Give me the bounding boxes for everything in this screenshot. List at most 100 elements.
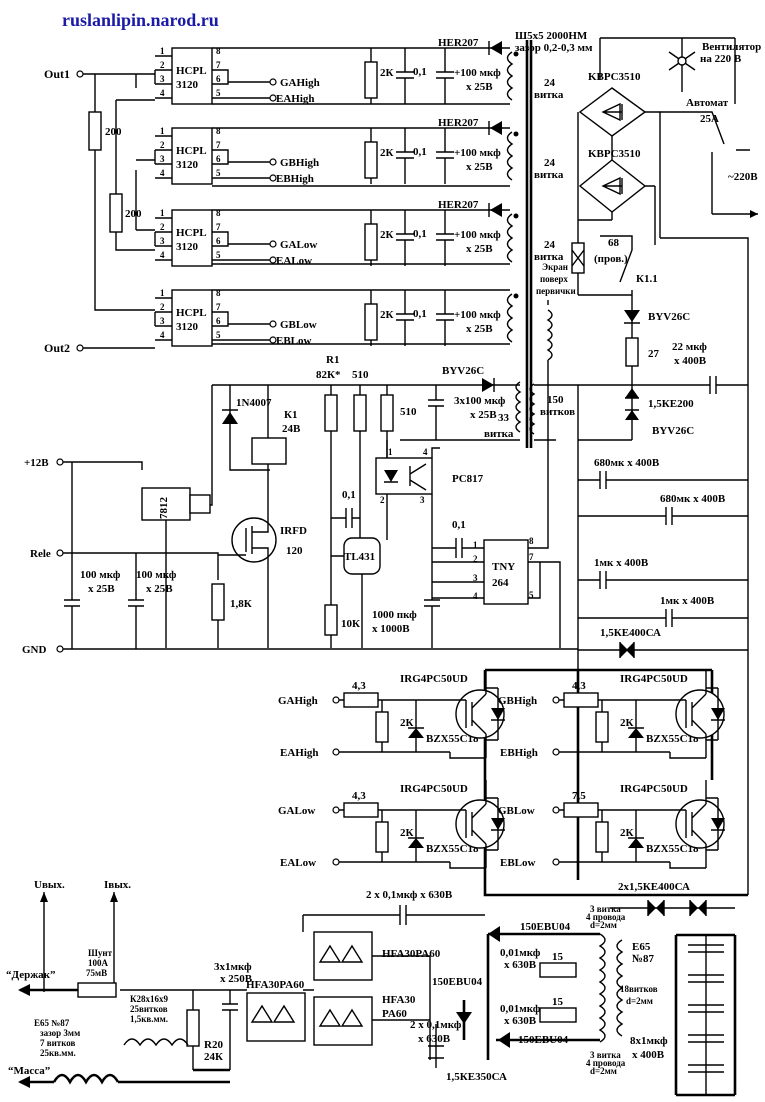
terminal-12v: +12В [24,457,143,470]
svg-text:1,5КЕ400СА: 1,5КЕ400СА [600,627,661,639]
svg-text:0,1: 0,1 [342,489,356,501]
bulk-capacitor-2: 680мк х 400В [578,493,748,525]
tvs-1-5ke200: 1,5КЕ200 [625,366,694,440]
svg-text:1: 1 [160,288,165,298]
svg-text:К1: К1 [284,409,297,421]
svg-text:150EBU04: 150EBU04 [432,976,483,988]
svg-text:HER207: HER207 [438,199,479,211]
capacitor-1000pf: 1000 пкф х 1000В [372,560,440,648]
svg-text:на 220 В: на 220 В [700,53,742,65]
svg-text:~220В: ~220В [728,171,758,183]
fan: Вентилятор на 220 В [668,38,761,92]
svg-text:HCPL: HCPL [176,145,207,157]
svg-text:8: 8 [216,46,221,56]
svg-text:0,01мкф: 0,01мкф [500,947,541,959]
gate-net-label: GAHigh [280,77,320,89]
resistor-510-b: 510 [400,385,520,441]
diode-1n4007: 1N4007 [222,385,272,471]
resistor-r1: R1 82К* 510 [316,354,394,432]
resistor-r20 [186,1009,200,1047]
site-title: ruslanlipin.narod.ru [62,10,219,30]
emitter-net-label: EALow [276,255,312,267]
svg-text:24: 24 [544,239,556,251]
emitter-net-label: EBHigh [276,173,314,185]
svg-text:1: 1 [160,126,165,136]
optocoupler-pc817: 1 4 2 3 PC817 [375,440,484,560]
svg-text:Автомат: Автомат [686,97,729,109]
svg-text:2К: 2К [400,827,414,839]
svg-text:EAHigh: EAHigh [280,747,319,759]
svg-text:25А: 25А [700,113,719,125]
terminal-uout: Uвых. [34,879,65,992]
svg-text:IRG4PC50UD: IRG4PC50UD [620,783,688,795]
shunt [77,982,117,998]
svg-text:200: 200 [125,208,142,220]
svg-text:24В: 24В [282,423,301,435]
svg-text:KBPC3510: KBPC3510 [588,71,641,83]
svg-text:8х1мкф: 8х1мкф [630,1035,668,1047]
svg-text:d=2мм: d=2мм [590,1066,617,1076]
output-section: 2 х 0,1мкф х 630В HFA30PA60 HFA30PA60 HF… [6,879,737,1097]
svg-text:IRG4PC50UD: IRG4PC50UD [400,783,468,795]
svg-text:IRG4PC50UD: IRG4PC50UD [620,673,688,685]
svg-text:HCPL: HCPL [176,307,207,319]
svg-text:х 400В: х 400В [632,1049,665,1061]
svg-text:3: 3 [473,573,478,583]
svg-text:PC817: PC817 [452,473,484,485]
svg-text:d=2мм: d=2мм [626,996,653,1006]
svg-text:2К: 2К [400,717,414,729]
svg-text:HCPL: HCPL [176,65,207,77]
svg-text:витка: витка [534,89,564,101]
svg-text:Iвых.: Iвых. [104,879,131,891]
gate-net-label: GBHigh [280,157,319,169]
diode-hfa30pa60-b [246,992,306,1042]
svg-text:8: 8 [216,208,221,218]
svg-text:4,3: 4,3 [352,790,366,802]
svg-text:25кв.мм.: 25кв.мм. [40,1048,76,1058]
svg-text:EBLow: EBLow [500,857,536,869]
circuit-breaker: Автомат 25А [660,97,750,214]
resistor-10k: 10К [324,604,360,648]
svg-text:5: 5 [529,590,534,600]
svg-text:х 25В: х 25В [470,409,497,421]
svg-text:Ш5х5 2000НМ: Ш5х5 2000НМ [515,30,588,42]
capacitor-0-1-tl431: 0,1 [331,489,360,528]
svg-text:4 провода: 4 провода [586,1058,626,1068]
svg-text:6: 6 [216,316,221,326]
relay-contact-k11: К1.1 [577,220,658,302]
svg-text:Вентилятор: Вентилятор [702,41,761,53]
svg-text:264: 264 [492,577,509,589]
svg-text:4: 4 [423,447,428,457]
svg-text:3х1мкф: 3х1мкф [214,961,252,973]
svg-text:75мВ: 75мВ [86,968,107,978]
svg-text:5: 5 [216,88,221,98]
svg-text:7: 7 [529,552,534,562]
svg-text:HCPL: HCPL [176,227,207,239]
svg-text:витка: витка [484,428,514,440]
svg-text:7: 7 [216,60,221,70]
svg-text:Шунт: Шунт [88,948,113,958]
svg-text:0,1: 0,1 [413,146,427,158]
svg-text:2: 2 [473,554,478,564]
svg-text:E65 №87: E65 №87 [34,1018,70,1028]
terminal-rele: Rele [30,548,219,580]
svg-text:7: 7 [216,302,221,312]
gate-net-label: GALow [280,239,317,251]
terminal-out2: Out2 [44,341,84,355]
svg-text:BZX55C18: BZX55C18 [426,733,479,745]
svg-text:+100 мкф: +100 мкф [454,309,501,321]
svg-text:х 630В: х 630В [418,1033,451,1045]
svg-text:витка: витка [534,169,564,181]
svg-text:EBHigh: EBHigh [500,747,538,759]
svg-text:6: 6 [216,236,221,246]
svg-text:24: 24 [544,157,556,169]
svg-text:IRFD: IRFD [280,525,307,537]
svg-text:0,1: 0,1 [413,308,427,320]
svg-text:Out2: Out2 [44,341,70,355]
svg-text:1000 пкф: 1000 пкф [372,609,417,621]
svg-text:Rele: Rele [30,548,51,560]
